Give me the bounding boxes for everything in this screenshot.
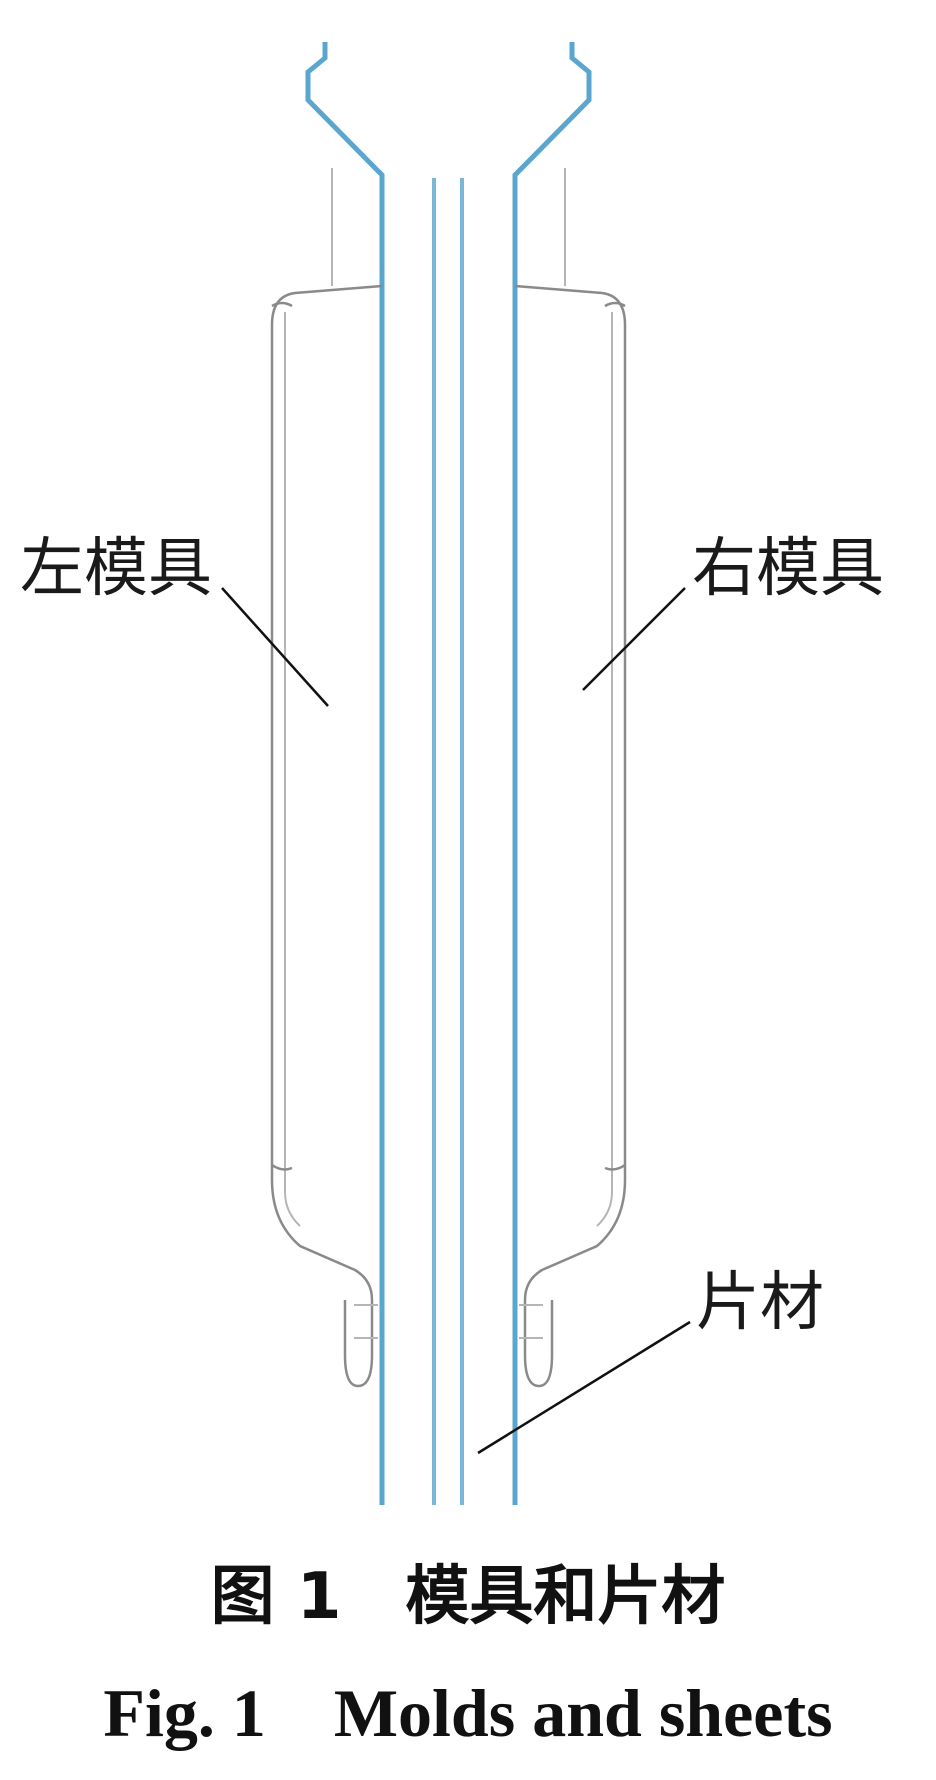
caption-chinese: 图 1 模具和片材 — [211, 1560, 726, 1634]
right-mold-flange-bottom — [604, 1163, 626, 1171]
right-mold-outline — [512, 42, 592, 1505]
caption-english: Fig. 1 Molds and sheets — [103, 1675, 832, 1751]
right-mold-nozzle — [519, 1304, 543, 1339]
left-mold-leader — [221, 587, 329, 707]
right-mold-body — [514, 284, 627, 1388]
sheet-leader — [477, 1320, 691, 1455]
left-mold-inner-edge — [284, 312, 301, 1227]
left-mold-flange-top — [271, 301, 293, 308]
right-mold-flange-top — [604, 301, 626, 308]
left-mold-body — [270, 284, 383, 1388]
left-mold-nozzle — [354, 1304, 378, 1339]
left-mold-flange-bottom — [271, 1163, 293, 1171]
right-mold-inner-edge — [596, 312, 613, 1227]
right-mold-leader — [582, 587, 686, 691]
right-mold-label: 右模具 — [692, 532, 884, 606]
left-mold-label: 左模具 — [20, 532, 212, 606]
sheet-label: 片材 — [696, 1266, 824, 1340]
left-mold-outline — [305, 42, 385, 1505]
